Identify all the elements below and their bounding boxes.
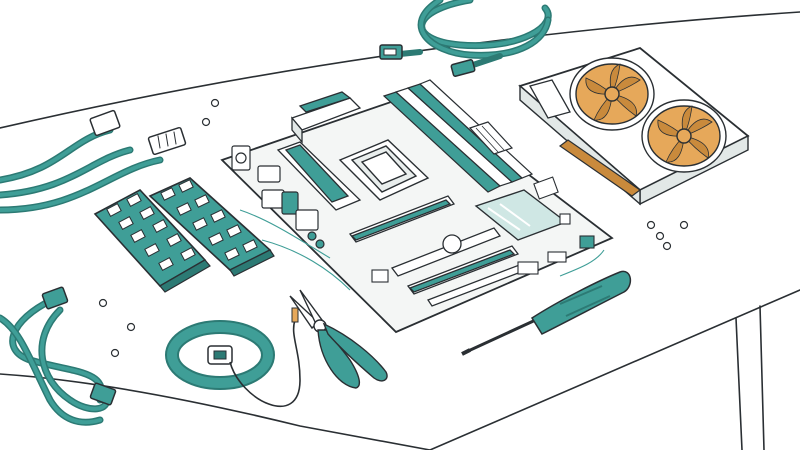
gpu-fan — [569, 57, 655, 131]
screwdriver — [461, 270, 632, 356]
ram-stick — [93, 189, 211, 293]
screws — [98, 98, 689, 358]
atx-power-connector — [468, 121, 514, 155]
motherboard — [220, 79, 614, 334]
pcie-slots — [348, 195, 527, 307]
vrm-heatsink — [276, 91, 362, 211]
power-cable — [0, 109, 187, 214]
ram-slots — [382, 79, 534, 193]
anti-static-wrist-strap — [165, 307, 301, 408]
graphics-card — [518, 46, 750, 206]
cmos-battery — [442, 234, 462, 254]
gpu-fan — [641, 99, 727, 173]
ram-stick — [148, 177, 275, 277]
cpu-socket — [338, 139, 430, 201]
data-cable — [0, 286, 117, 426]
needle-nose-pliers — [289, 289, 388, 389]
sata-cable-top — [379, 0, 552, 77]
rear-io — [231, 145, 325, 249]
